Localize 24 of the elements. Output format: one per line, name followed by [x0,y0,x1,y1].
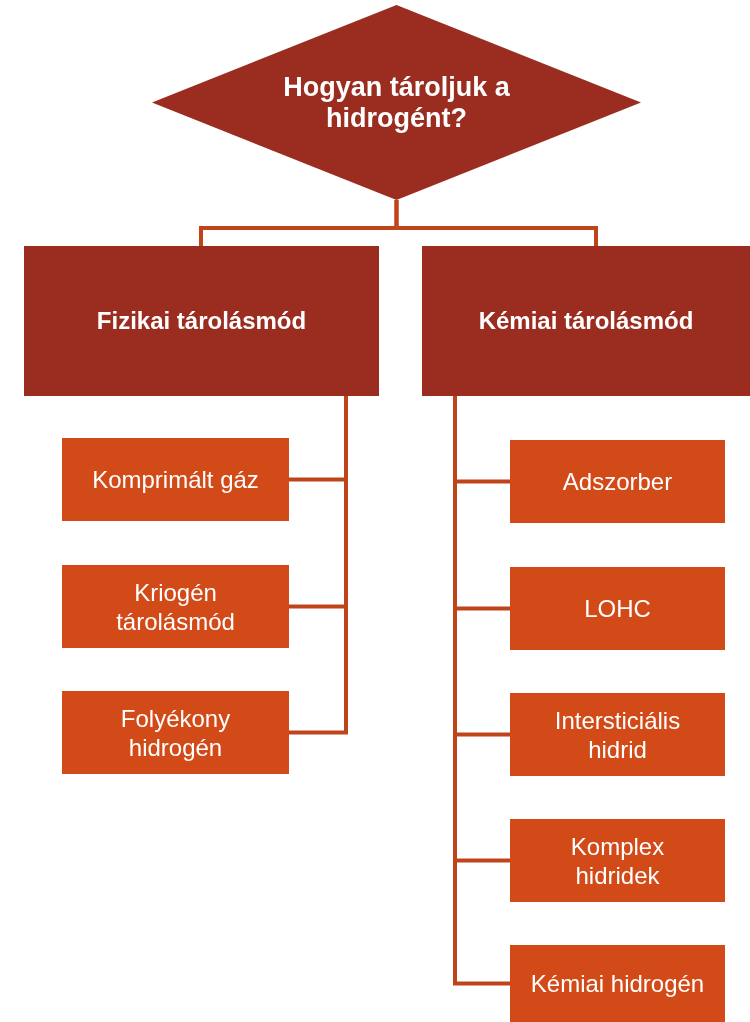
node-label: Kémiai tárolásmód [478,307,694,335]
node-label: Folyékony hidrogén [119,703,232,762]
node-label: Fizikai tárolásmód [96,307,307,335]
item-box [62,438,289,521]
node-label: Adszorber [562,467,673,496]
node-label: Kémiai hidrogén [530,969,705,998]
item-box [510,819,725,902]
connector-line [289,396,348,735]
item-box [510,945,725,1022]
node-label: LOHC [584,594,651,623]
node-label: Kriogén tárolásmód [115,577,236,636]
item-box [510,567,725,650]
item-box [62,565,289,648]
category-box [422,246,750,396]
item-box [62,691,289,774]
decision-diamond [152,5,641,200]
category-box [24,246,379,396]
node-label: Komprimált gáz [92,465,259,494]
node-label: Intersticiális hidrid [553,705,682,764]
connector-line [394,200,598,246]
node-label: Hogyan tároljuk a hidrogént? [282,71,511,134]
item-box [510,693,725,776]
node-label: Komplex hidridek [569,831,666,890]
item-box [510,440,725,523]
